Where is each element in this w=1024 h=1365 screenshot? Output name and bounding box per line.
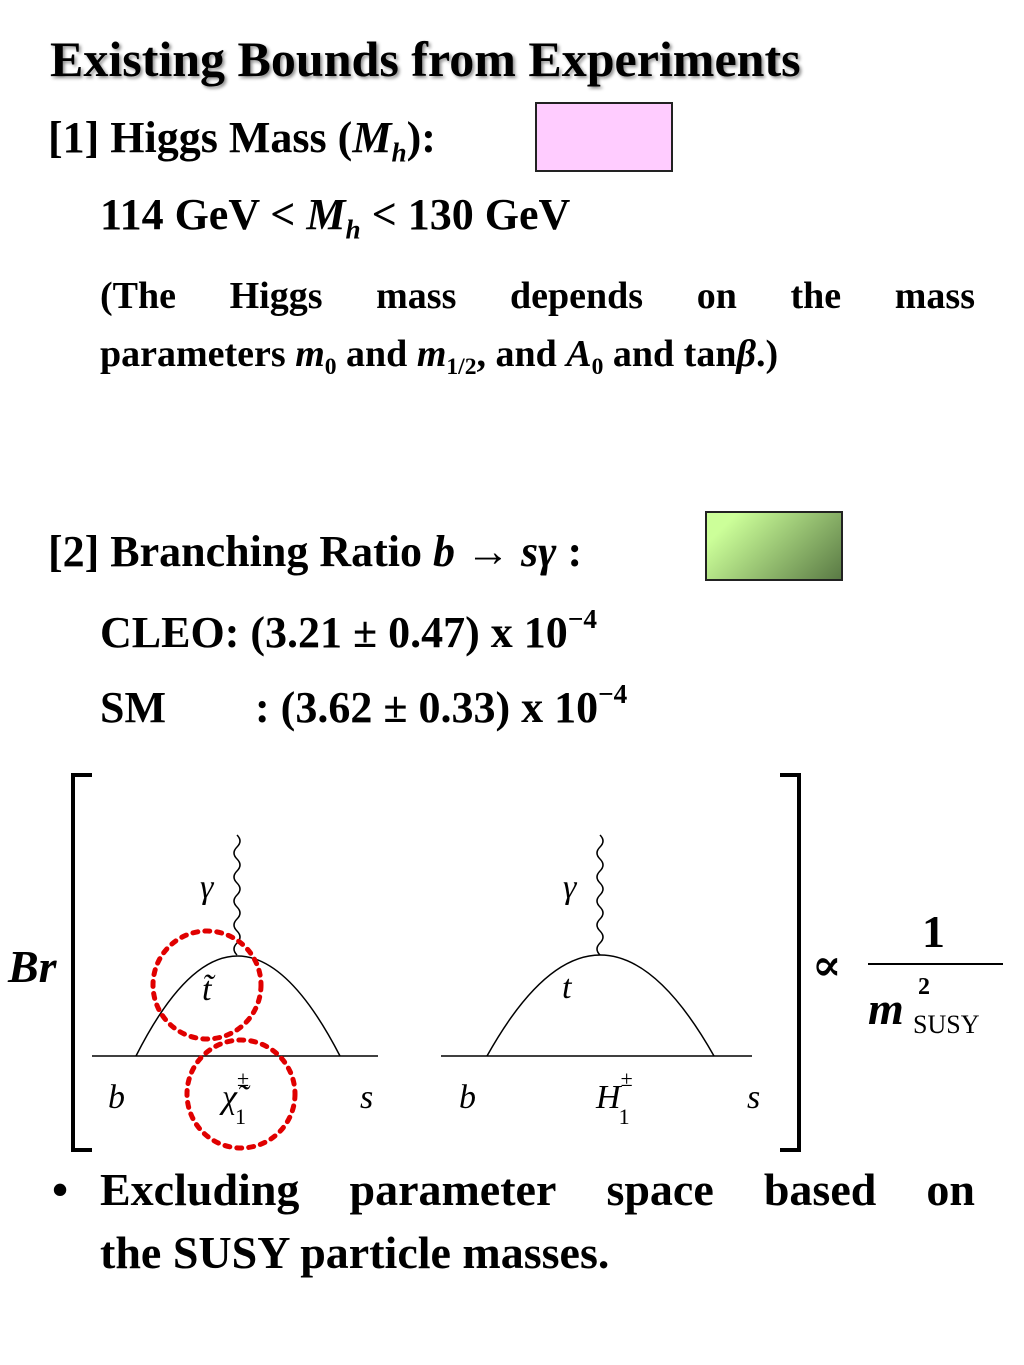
bullet-word: Excluding [100,1164,300,1215]
exchange-sup: ± [621,1066,633,1091]
exchange-symbol: H [595,1079,623,1116]
sm-line: : (3.62 ± 0.33) x 10−4 [255,680,627,732]
bullet-line2: the SUSY particle masses. [100,1227,610,1278]
note-sub: 0 [324,354,337,381]
higgs-bound-low: 114 GeV < [100,190,296,239]
sm-tail: ) x 10 [495,683,599,732]
loop-label: t̃ [202,971,216,1008]
proportional-symbol: ∝ [812,941,842,990]
note-word: mass [376,275,457,317]
exchange-sup: ± [237,1066,249,1091]
outgoing-label: s [747,1079,760,1116]
note-text: .) [755,333,779,375]
bsg-heading-prefix: [2] Branching Ratio [48,527,433,576]
sm-colon: : ( [255,683,296,732]
feynman-diagram-chargino: γ t̃ b s χ̃±1 [92,834,378,1151]
loop-arc [135,955,341,1057]
incoming-label: b [108,1079,125,1116]
exchange-label: χ̃±1 [219,1066,251,1129]
bullet-word: based [763,1164,877,1215]
note-text: and tan [603,333,737,375]
note-text: , and [476,333,567,375]
exchange-label: H±1 [595,1066,633,1129]
cleo-label: CLEO: ( [100,608,265,657]
note-sub: 1/2 [446,354,477,381]
note-text: and [336,333,417,375]
photon-line [596,834,604,956]
higgs-bound-var: M [306,190,346,239]
note-word: on [696,275,737,317]
bsg-color-swatch [705,511,843,581]
note-word: (The [100,275,176,317]
fraction-numerator: 1 [922,906,945,957]
highlight-circle-chargino [184,1037,298,1151]
page-title: Existing Bounds from Experiments [50,31,801,87]
cleo-value: 3.21 ± 0.47 [265,608,466,657]
bullet-symbol: • [52,1164,69,1215]
cleo-tail: ) x 10 [465,608,568,657]
note-var: m [416,333,447,375]
note-var: A [566,333,592,375]
higgs-bound-high: < 130 GeV [371,190,571,239]
cleo-exponent: −4 [567,603,597,634]
bullet-word: parameter [349,1164,557,1215]
loop-label: t [562,969,573,1006]
higgs-note-line2: parameters m0 and m1/2, and A0 and tanβ.… [100,333,779,379]
note-word: the [790,275,842,317]
bullet-word: on [926,1164,975,1215]
higgs-heading: [1] Higgs Mass (Mh): [48,113,436,167]
note-word: depends [510,275,644,317]
bullet-line1: Excluding parameter space based on [100,1163,975,1216]
fraction-bar [868,963,1003,965]
outgoing-label: s [360,1079,373,1116]
higgs-note-line1: (The Higgs mass depends on the mass [100,274,975,318]
note-sub: 0 [591,354,604,381]
note-var: β [736,333,756,375]
note-text: parameters [100,333,296,375]
feynman-diagrams: γ t̃ b s χ̃±1 γ t b s H±1 [71,773,801,1152]
br-label: Br [8,941,57,992]
sm-exponent: −4 [598,678,628,709]
sm-value: 3.62 ± 0.33 [295,683,496,732]
cleo-line: CLEO: (3.21 ± 0.47) x 10−4 [100,605,597,657]
note-var: m [295,333,325,375]
bsg-heading: [2] Branching Ratio b → sγ : [48,530,582,574]
note-word: mass [894,275,975,317]
photon-line [233,834,241,956]
denominator-var: m [868,983,904,1034]
higgs-heading-prefix: [1] Higgs Mass ( [48,113,353,162]
higgs-heading-sub: h [391,137,407,168]
bsg-heading-formula: b → sγ [433,527,557,576]
higgs-heading-var: M [352,113,392,162]
loop-arc [486,954,715,1057]
denominator-subscript: SUSY [913,1010,980,1039]
note-word: Higgs [229,275,323,317]
incoming-label: b [459,1079,476,1116]
bsg-heading-suffix: : [556,527,583,576]
higgs-bound: 114 GeV < Mh < 130 GeV [100,190,571,244]
highlight-circle-stop [150,928,264,1042]
sm-label: SM [100,683,166,732]
exchange-sub: 1 [235,1104,246,1129]
higgs-bound-sub: h [345,214,361,245]
bullet-word: space [606,1164,714,1215]
denominator-exponent: 2 [918,974,930,1000]
exchange-sub: 1 [619,1104,630,1129]
right-bracket [780,773,801,1152]
left-bracket [71,773,92,1152]
feynman-diagram-higgs: γ t b s H±1 [441,834,760,1129]
higgs-color-swatch [535,102,673,172]
photon-label: γ [563,869,578,906]
photon-label: γ [200,869,215,906]
higgs-heading-suffix: ): [406,113,436,162]
